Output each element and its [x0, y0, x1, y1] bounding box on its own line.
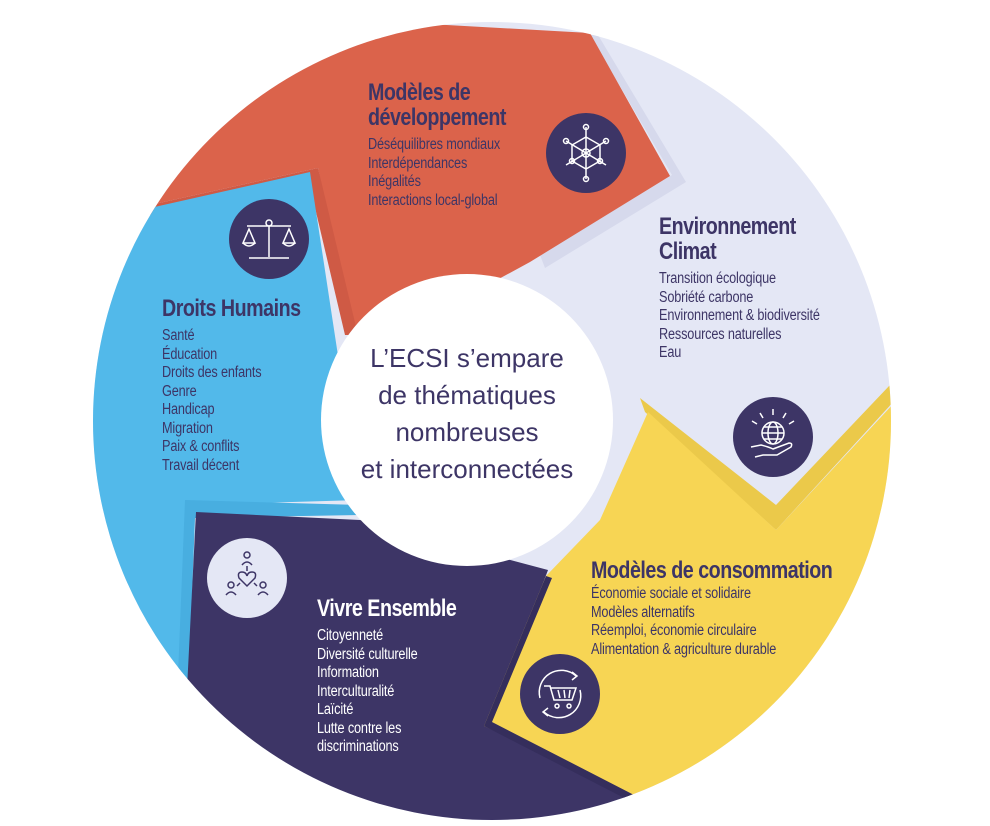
network-icon — [546, 113, 626, 193]
topic-item: Laïcité — [317, 701, 354, 718]
center-line: et interconnectées — [360, 454, 574, 484]
topic-item: Environnement & biodiversité — [659, 307, 820, 324]
section-title: Droits Humains — [162, 295, 301, 322]
topic-item: Sobriété carbone — [659, 288, 754, 306]
section-title: Modèles de consommation — [591, 557, 833, 584]
topic-item: Interculturalité — [317, 682, 395, 700]
topic-item: Ressources naturelles — [659, 325, 782, 343]
section-consommation: Modèles de consommation Économie sociale… — [591, 557, 833, 659]
center-line: L’ECSI s’empare — [370, 343, 564, 373]
topic-item: Migration — [162, 419, 213, 437]
topic-item: Handicap — [162, 401, 215, 418]
center-line: de thématiques — [378, 380, 556, 410]
topic-item: Éducation — [162, 345, 218, 363]
topic-item: Citoyenneté — [317, 627, 384, 644]
topic-item: Paix & conflits — [162, 438, 240, 455]
center-title: L’ECSI s’empare de thématiques nombreuse… — [322, 340, 612, 488]
globe-hand-icon — [733, 397, 813, 477]
topic-item: Économie sociale et solidaire — [591, 585, 751, 602]
topic-item: Information — [317, 664, 379, 681]
topic-item: Réemploi, économie circulaire — [591, 622, 757, 639]
topic-item: Inégalités — [368, 173, 421, 190]
section-vivre: Vivre Ensemble Citoyenneté Diversité cul… — [317, 595, 457, 757]
topic-item: Interactions local-global — [368, 191, 498, 209]
section-title: Vivre Ensemble — [317, 595, 457, 622]
topic-item: Transition écologique — [659, 270, 776, 287]
topic-item: Modèles alternatifs — [591, 603, 695, 621]
topic-item: Travail décent — [162, 456, 240, 474]
segment-vivre — [180, 512, 660, 820]
section-droits: Droits Humains Santé Éducation Droits de… — [162, 296, 301, 475]
topic-item: Genre — [162, 382, 197, 400]
topic-item: Déséquilibres mondiaux — [368, 136, 501, 153]
topic-item: Droits des enfants — [162, 364, 262, 381]
topic-item: Interdépendances — [368, 154, 468, 172]
center-line: nombreuses — [395, 417, 539, 447]
people-heart-icon — [207, 538, 287, 618]
scales-icon — [229, 199, 309, 279]
topic-item: Santé — [162, 327, 195, 344]
topic-item: Lutte contre les — [317, 719, 402, 737]
topic-item: Alimentation & agriculture durable — [591, 640, 777, 658]
segment-droits — [93, 172, 360, 820]
cart-cycle-icon — [520, 654, 600, 734]
topic-item: Diversité culturelle — [317, 645, 418, 663]
center-circle — [321, 274, 613, 566]
topic-item: Eau — [659, 344, 682, 361]
topic-item: discriminations — [317, 738, 399, 755]
